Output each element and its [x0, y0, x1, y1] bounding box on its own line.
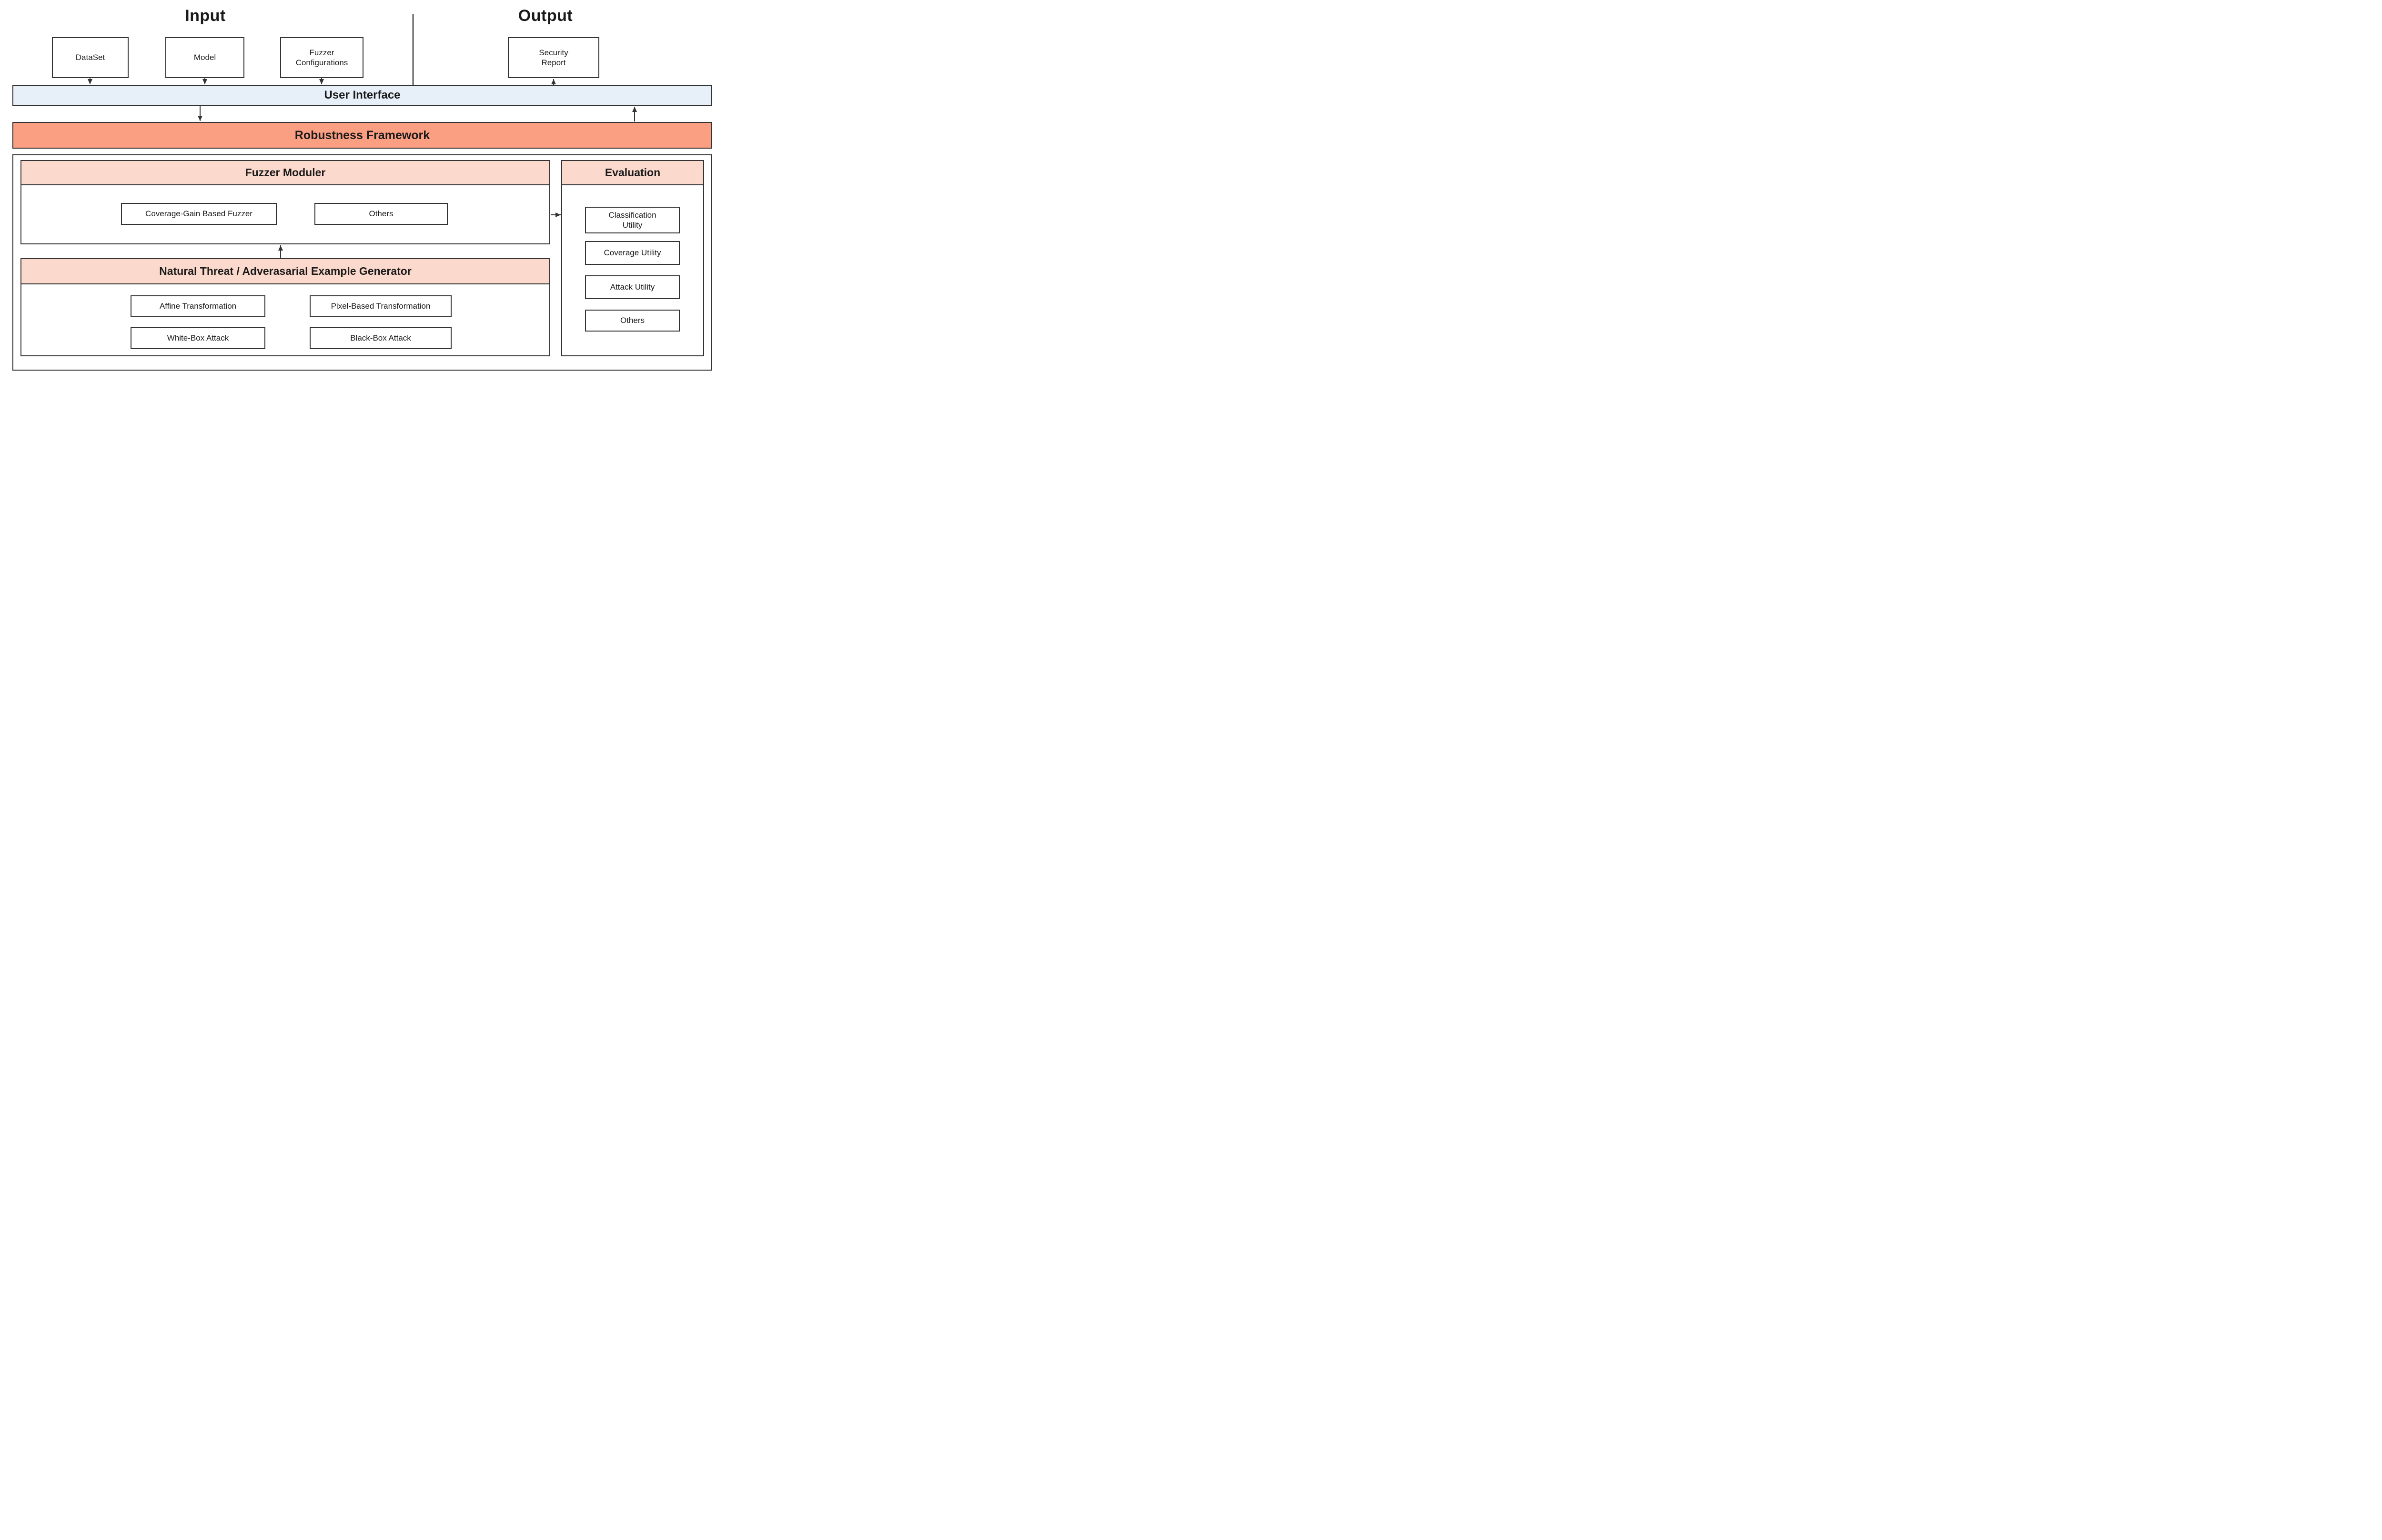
affine-transformation-box: Affine Transformation — [131, 295, 265, 317]
fuzzer-others-label: Others — [369, 209, 394, 219]
white-box-attack-box: White-Box Attack — [131, 327, 265, 349]
classification-utility-label: Classification Utility — [608, 210, 656, 230]
model-label: Model — [193, 53, 216, 62]
attack-utility-label: Attack Utility — [610, 282, 655, 292]
generator-section: Natural Threat / Adverasarial Example Ge… — [20, 258, 550, 356]
coverage-gain-fuzzer-label: Coverage-Gain Based Fuzzer — [145, 209, 252, 219]
output-section-title: Output — [518, 7, 573, 25]
fuzzer-module-header: Fuzzer Moduler — [21, 161, 549, 185]
white-box-attack-label: White-Box Attack — [167, 333, 229, 343]
security-report-label: Security Report — [539, 48, 568, 67]
attack-utility-box: Attack Utility — [585, 275, 680, 299]
fuzzer-configurations-box: Fuzzer Configurations — [280, 37, 363, 78]
affine-transformation-label: Affine Transformation — [159, 302, 237, 311]
evaluation-section: Evaluation Classification Utility Covera… — [561, 160, 704, 356]
generator-header: Natural Threat / Adverasarial Example Ge… — [21, 259, 549, 284]
user-interface-label: User Interface — [324, 89, 401, 101]
coverage-gain-fuzzer-box: Coverage-Gain Based Fuzzer — [121, 203, 277, 225]
pixel-based-transformation-box: Pixel-Based Transformation — [310, 295, 452, 317]
black-box-attack-label: Black-Box Attack — [350, 333, 411, 343]
input-section-title: Input — [185, 7, 226, 25]
classification-utility-box: Classification Utility — [585, 207, 680, 233]
model-box: Model — [165, 37, 244, 78]
dataset-label: DataSet — [75, 53, 105, 62]
coverage-utility-label: Coverage Utility — [604, 248, 661, 258]
evaluation-others-label: Others — [620, 316, 645, 325]
architecture-diagram: Input Output DataSet Model Fuzzer Config… — [0, 0, 726, 385]
coverage-utility-box: Coverage Utility — [585, 241, 680, 265]
evaluation-header-label: Evaluation — [605, 166, 661, 179]
evaluation-header: Evaluation — [562, 161, 703, 185]
evaluation-others-box: Others — [585, 310, 680, 332]
black-box-attack-box: Black-Box Attack — [310, 327, 452, 349]
generator-header-label: Natural Threat / Adverasarial Example Ge… — [159, 265, 412, 277]
security-report-box: Security Report — [508, 37, 599, 78]
fuzzer-module-section: Fuzzer Moduler Coverage-Gain Based Fuzze… — [20, 160, 550, 244]
robustness-framework-label: Robustness Framework — [294, 128, 430, 142]
pixel-based-transformation-label: Pixel-Based Transformation — [331, 302, 431, 311]
dataset-box: DataSet — [52, 37, 129, 78]
user-interface-bar: User Interface — [12, 85, 712, 106]
robustness-framework-bar: Robustness Framework — [12, 122, 712, 149]
fuzzer-module-header-label: Fuzzer Moduler — [245, 166, 326, 179]
fuzzer-configurations-label: Fuzzer Configurations — [295, 48, 348, 67]
fuzzer-others-box: Others — [314, 203, 448, 225]
